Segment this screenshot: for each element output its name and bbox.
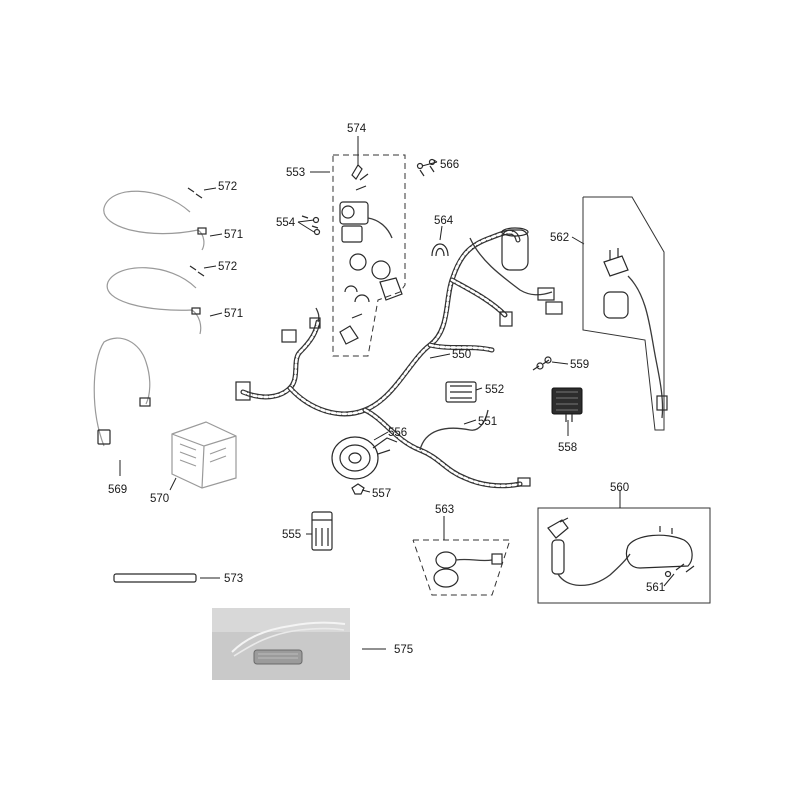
- component-563-group: [412, 539, 511, 596]
- label-552: 552: [485, 384, 504, 396]
- photo-575: [212, 608, 350, 680]
- component-555: [311, 511, 333, 551]
- label-557: 557: [372, 488, 391, 500]
- label-569: 569: [108, 484, 127, 496]
- cable-571-lower: [106, 265, 205, 335]
- label-572-upper: 572: [218, 181, 237, 193]
- label-551: 551: [478, 416, 497, 428]
- label-562: 562: [550, 232, 569, 244]
- label-554: 554: [276, 217, 296, 229]
- horn: [331, 436, 398, 495]
- label-555: 555: [282, 529, 301, 541]
- part-labels: 574 553 566 554 564 562 550 559 552 551 …: [108, 123, 665, 656]
- cdi-unit-570: [171, 421, 237, 489]
- component-562-group: [582, 196, 668, 431]
- label-564: 564: [434, 215, 454, 227]
- label-558: 558: [558, 442, 577, 454]
- tube-573: [113, 573, 197, 583]
- label-575: 575: [394, 644, 413, 656]
- label-559: 559: [570, 359, 589, 371]
- relays-regulators: [431, 243, 583, 422]
- label-572-lower: 572: [218, 261, 237, 273]
- label-570: 570: [150, 493, 169, 505]
- label-556: 556: [388, 427, 407, 439]
- label-553: 553: [286, 167, 305, 179]
- label-574: 574: [347, 123, 367, 135]
- label-571-lower: 571: [224, 308, 243, 320]
- main-wiring-harness: [235, 227, 563, 489]
- label-561: 561: [646, 582, 665, 594]
- label-573: 573: [224, 573, 243, 585]
- label-566: 566: [440, 159, 459, 171]
- leader-lines: [119, 136, 675, 650]
- label-550: 550: [452, 349, 471, 361]
- label-560: 560: [610, 482, 629, 494]
- ignition-switch-assembly: [301, 154, 436, 357]
- label-571-upper: 571: [224, 229, 243, 241]
- label-563: 563: [435, 504, 454, 516]
- cable-569: [93, 337, 151, 447]
- component-560-group: [537, 507, 711, 604]
- cable-571-upper: [103, 187, 207, 251]
